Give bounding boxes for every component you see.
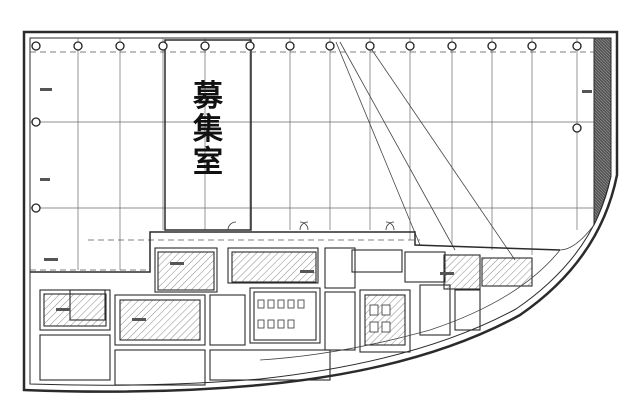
columns-top — [31, 41, 582, 213]
vacancy-char-3: 室 — [193, 145, 223, 180]
column-grid — [30, 38, 594, 270]
fixtures — [257, 299, 391, 333]
core-boundary — [30, 231, 561, 273]
door-swings — [227, 221, 395, 231]
vacancy-char-2: 集 — [193, 112, 223, 147]
vacancy-room-label: 募 集 室 — [186, 80, 230, 179]
core-rooms — [39, 247, 533, 386]
diagonal-lines — [335, 41, 516, 261]
dashed-guides — [30, 51, 594, 271]
inner-curve — [259, 249, 561, 361]
vacancy-char-1: 募 — [193, 79, 223, 114]
building-outline — [22, 30, 619, 393]
annotation-marks — [40, 88, 592, 321]
curved-facade-band — [593, 37, 612, 226]
inner-curve-2 — [559, 224, 595, 251]
vacancy-room — [164, 39, 252, 231]
